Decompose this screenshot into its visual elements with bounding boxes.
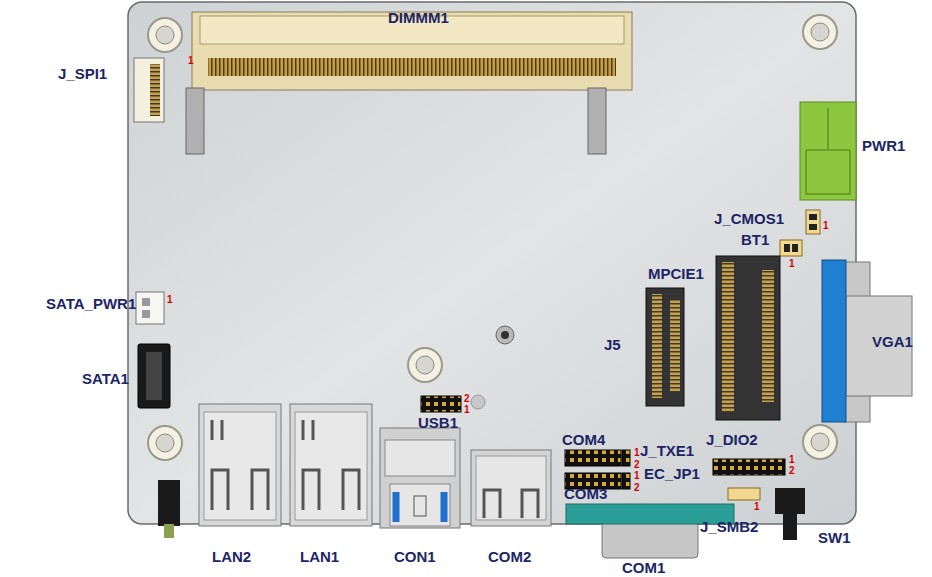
pin-number: 1 (754, 502, 760, 512)
part-label: J5 (604, 337, 621, 352)
part-label: J_DIO2 (706, 432, 758, 447)
part-label: DIMMM1 (388, 10, 449, 25)
part-label: COM3 (564, 486, 607, 501)
pin-number: 1 (167, 295, 173, 305)
part-label: SATA_PWR1 (46, 296, 136, 311)
part-label: SW1 (818, 530, 851, 545)
pin-number: 1 (789, 455, 795, 465)
part-label: COM2 (488, 549, 531, 564)
part-label: COM1 (622, 560, 665, 575)
part-label: COM4 (562, 432, 605, 447)
part-label: SATA1 (82, 371, 129, 386)
part-label: J_SMB2 (700, 519, 758, 534)
part-label: BT1 (741, 232, 769, 247)
pin-number: 2 (789, 466, 795, 476)
part-label: USB1 (418, 415, 458, 430)
pin-number: 1 (789, 259, 795, 269)
part-label: J_CMOS1 (714, 211, 784, 226)
part-label: LAN1 (300, 549, 339, 564)
part-label: MPCIE1 (648, 266, 704, 281)
pin-number: 1 (823, 221, 829, 231)
part-label: EC_JP1 (644, 466, 700, 481)
part-label: CON1 (394, 549, 436, 564)
part-label: J_TXE1 (640, 443, 694, 458)
pin-number: 1 (634, 471, 640, 481)
part-label: VGA1 (872, 334, 913, 349)
part-label: PWR1 (862, 138, 905, 153)
pin-number: 1 (188, 56, 194, 66)
pin-number: 2 (634, 483, 640, 493)
part-label: J_SPI1 (58, 66, 107, 81)
part-label: LAN2 (212, 549, 251, 564)
pin-number: 2 (634, 460, 640, 470)
pin-number: 1 (634, 448, 640, 458)
pin-number: 1 (464, 405, 470, 415)
pin-number: 2 (464, 394, 470, 404)
